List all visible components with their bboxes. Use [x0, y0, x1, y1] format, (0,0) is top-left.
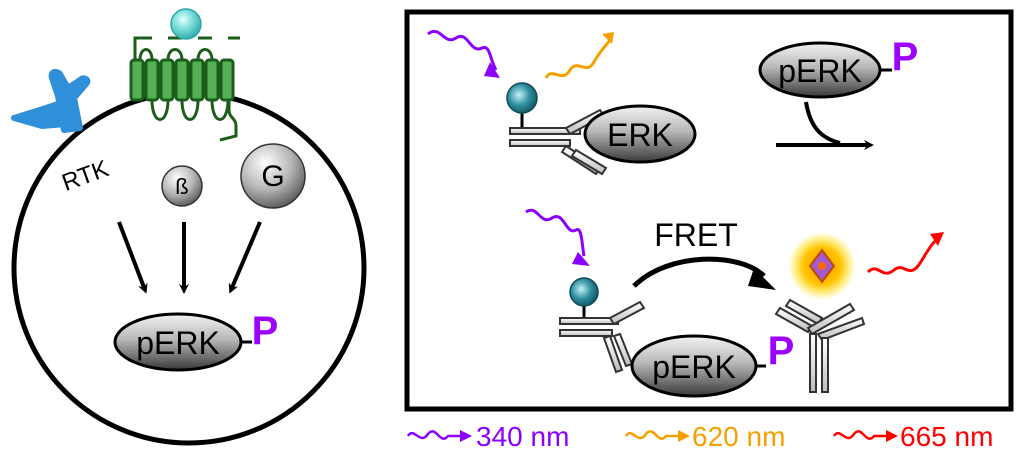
cell: RTK ß G pERK P — [11, 8, 367, 446]
gpcr-icon — [129, 36, 240, 142]
erk-ellipse — [583, 104, 697, 164]
phospho-label: P — [252, 309, 279, 353]
antibody-bottom-left — [559, 300, 646, 374]
fret-arrow — [632, 256, 766, 288]
phospho-top-label: P — [892, 35, 919, 79]
legend-wave-665-icon — [832, 430, 888, 440]
antibody-top — [509, 108, 608, 176]
legend-item-620: 620 nm — [624, 421, 785, 452]
ligand-icon — [170, 8, 202, 40]
beta-label: ß — [175, 174, 188, 199]
reaction-arrow-curve — [804, 101, 841, 145]
donor-fluorophore-icon — [506, 82, 538, 114]
assay-panel: ERK pERK P FRET p — [404, 9, 1014, 412]
perk-top-label: pERK — [778, 53, 862, 89]
beta-subunit-icon — [161, 165, 203, 207]
cell-membrane — [11, 90, 367, 446]
legend-wave-340-icon — [406, 430, 462, 440]
perk-label: pERK — [136, 325, 220, 361]
legend-item-665: 665 nm — [832, 421, 993, 452]
g-label: G — [261, 160, 284, 193]
antibody-bottom-right — [774, 298, 866, 393]
donor-fluorophore-bottom-icon — [569, 277, 599, 307]
arrow-rtk-to-perk — [117, 221, 148, 294]
excitation-wave-top — [427, 30, 498, 71]
emission-wave-top — [544, 39, 612, 79]
erk-label: ERK — [607, 117, 673, 153]
legend-label-665: 665 nm — [900, 421, 993, 452]
wavelength-legend: 340 nm 620 nm 665 nm — [406, 421, 993, 452]
rtk-receptor-icon — [11, 68, 91, 133]
perk-bottom-label: pERK — [652, 349, 736, 385]
legend-label-340: 340 nm — [476, 421, 569, 452]
fret-label: FRET — [654, 217, 738, 253]
excitation-wave-bottom — [525, 208, 586, 257]
arrow-g-to-perk — [228, 221, 262, 294]
g-subunit-icon — [240, 143, 306, 209]
emission-wave-bottom — [866, 238, 938, 275]
legend-label-620: 620 nm — [692, 421, 785, 452]
phospho-bottom-label: P — [768, 329, 795, 373]
legend-item-340: 340 nm — [406, 421, 569, 452]
legend-wave-620-icon — [624, 430, 680, 440]
